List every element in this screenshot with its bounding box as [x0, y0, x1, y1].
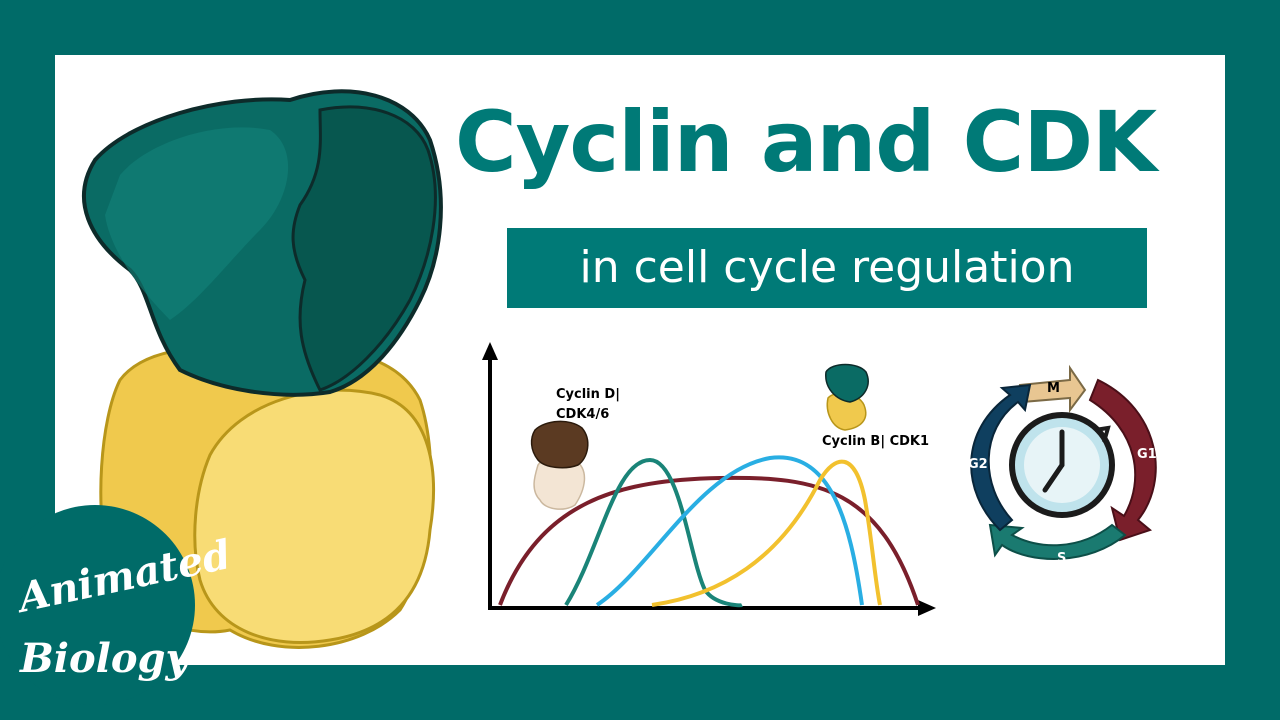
subtitle-text: in cell cycle regulation [579, 242, 1075, 293]
phase-s-label: S [1057, 551, 1066, 566]
cyclin-d-label-line2: CDK4/6 [556, 407, 609, 422]
cell-cycle-diagram [970, 364, 1157, 560]
phase-g2-arrow [970, 383, 1032, 532]
curve-maroon [498, 475, 920, 606]
page-title: Cyclin and CDK [455, 93, 1157, 191]
logo-text-line2: Biology [19, 635, 192, 682]
logo-text-line1: Animated [10, 531, 234, 623]
cyclin-b-complex-icon [825, 363, 869, 431]
phase-s-arrow [988, 523, 1127, 560]
cyclin-graph [482, 342, 936, 616]
curve-yellow [651, 459, 882, 607]
cyclin-d-complex-icon [530, 420, 589, 510]
phase-g1-label: G1 [1137, 447, 1157, 462]
animated-biology-logo [0, 505, 195, 705]
cyclin-b-label: Cyclin B| CDK1 [822, 434, 929, 449]
curve-blue [595, 455, 864, 607]
phase-m-arrow [1018, 364, 1087, 413]
phase-g2-label: G2 [968, 457, 988, 472]
subtitle-banner: in cell cycle regulation [507, 228, 1147, 308]
cdk-protein-illustration [82, 89, 443, 397]
curve-teal [564, 457, 743, 608]
cyclin-d-label-line1: Cyclin D| [556, 387, 620, 402]
phase-m-label: M [1047, 381, 1060, 396]
